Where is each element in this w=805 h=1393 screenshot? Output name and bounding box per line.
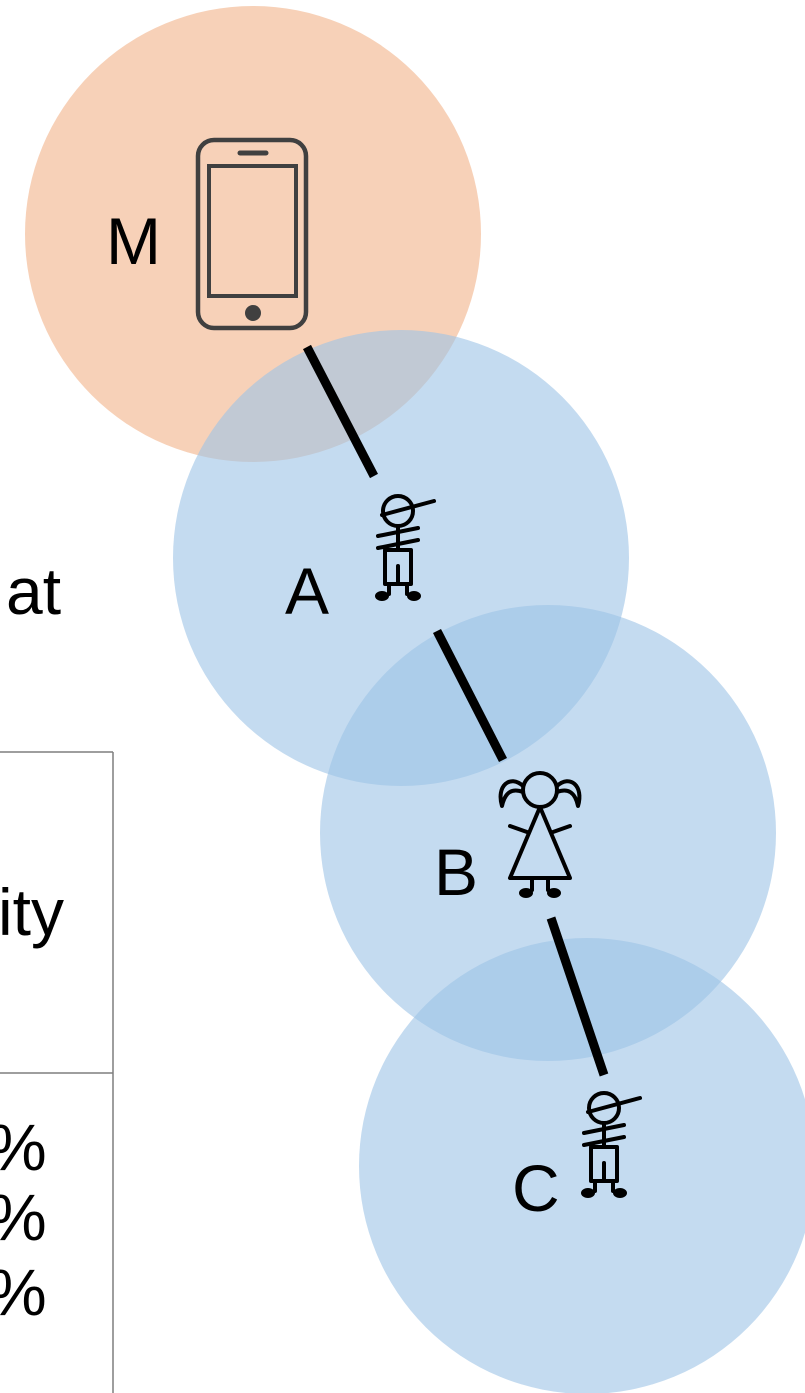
node-m: M [106,137,309,331]
clipped-left-content: at ity % % % [0,554,114,1393]
link-a-b [432,628,508,763]
node-c: C [512,1091,642,1225]
node-b: B [434,771,582,909]
range-circle-b [320,605,776,1061]
link-b-c [546,916,609,1077]
clipped-percent-1: % [0,1110,47,1184]
smartphone-icon [195,137,309,331]
clipped-percent-3: % [0,1255,47,1329]
node-label-b: B [434,835,478,909]
node-label-m: M [106,204,161,278]
clipped-text-ity: ity [0,875,64,949]
node-label-a: A [285,554,329,628]
link-m-a [303,344,378,479]
clipped-text-at: at [6,554,61,628]
node-label-c: C [512,1151,560,1225]
clipped-percent-2: % [0,1180,47,1254]
girl-icon [498,771,582,898]
node-a: A [285,494,436,628]
boy-icon [581,1091,642,1198]
boy-icon [375,494,436,601]
range-circle-c [359,938,805,1393]
